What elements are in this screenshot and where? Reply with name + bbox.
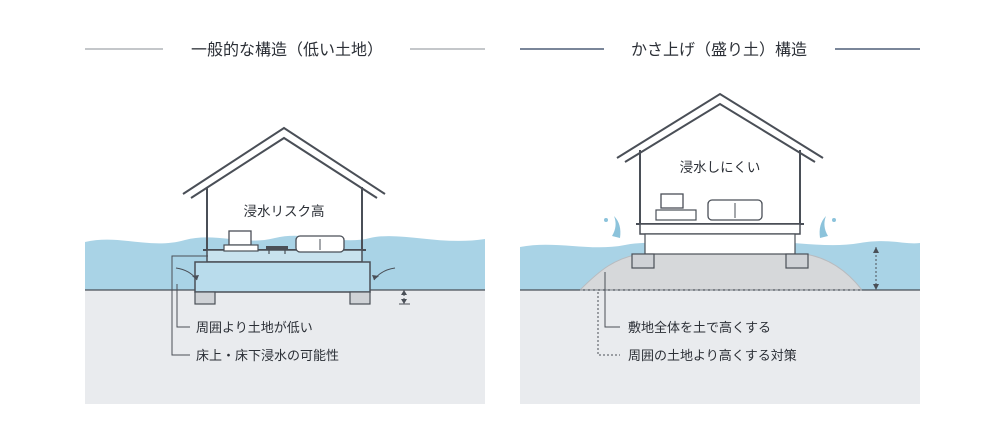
tv-icon	[655, 193, 697, 221]
water-splash-icon	[604, 216, 836, 238]
sofa-icon	[707, 199, 763, 221]
callout-raise-site: 敷地全体を土で高くする	[628, 320, 771, 336]
sofa-icon	[295, 235, 345, 253]
house-label-low: 浸水リスク高	[244, 203, 325, 220]
right-panel: 浸水しにくい 敷地全体を土で高くする 周囲の土地より高くする対策 かさ上げ（盛り…	[520, 40, 920, 404]
height-marker-right	[873, 247, 879, 290]
callout-lines-left	[171, 255, 208, 356]
callout-low-land: 周囲より土地が低い	[196, 321, 313, 336]
table-icon	[266, 246, 288, 254]
raised-fill-soil	[578, 253, 864, 291]
height-marker-left	[399, 290, 410, 305]
ground	[85, 290, 485, 404]
house-raised: 浸水しにくい	[616, 92, 824, 269]
tv-icon	[223, 230, 259, 252]
left-title: 一般的な構造（低い土地）	[191, 40, 383, 59]
callout-higher-than-surroundings: 周囲の土地より高くする対策	[628, 348, 797, 364]
left-panel: 浸水リスク高 周囲より土地が低い 床上・床下浸水の可能性 一般的な構造（低い土地…	[85, 40, 485, 404]
callout-flood-possibility: 床上・床下浸水の可能性	[196, 349, 339, 364]
house-low: 浸水リスク高	[182, 126, 386, 305]
ground	[520, 290, 920, 404]
foundation	[194, 261, 371, 293]
callout-lines-right	[597, 272, 620, 356]
house-label-raised: 浸水しにくい	[680, 160, 761, 176]
right-title: かさ上げ（盛り土）構造	[631, 40, 807, 59]
